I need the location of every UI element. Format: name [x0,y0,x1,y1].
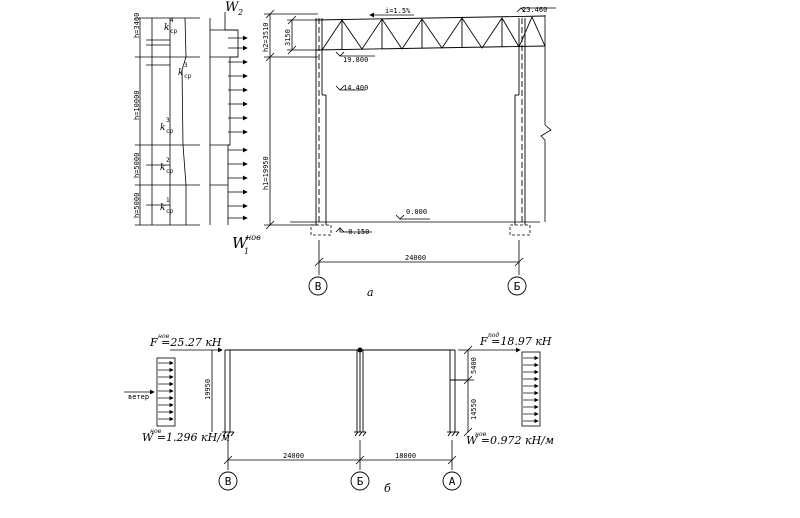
axis-b3-label: А [449,475,456,488]
zone-height-3: h=10000 [133,90,141,120]
zone-k-1: k [160,203,165,213]
wind-load-left [124,357,176,427]
crane-elevation-label: 14.400 [343,84,368,92]
zone-k-2-sub: ср [166,168,174,175]
zone-height-1: h=5000 [133,193,141,218]
span-label: 24000 [405,254,426,262]
wind-arrows [228,35,248,221]
foundation-elevation-label: -0.150 [344,228,369,236]
axis-left-label: В [315,280,322,293]
column-right [514,18,526,225]
wind-bottom-sup: нов [246,233,261,242]
span-right-label: 18000 [395,452,416,460]
caption-a: а [367,286,374,299]
axis-marker-b2: Б [350,471,370,491]
axis-b2-label: Б [357,475,364,488]
zone-k-3-upper: k [178,68,183,78]
wind-load-left-arrows [158,360,174,422]
frame-b-structure [222,349,468,437]
wind-load-right [521,351,541,427]
zone-k-3-upper-sub: ср [184,73,192,80]
force-right-sup: под [488,332,499,339]
wind-label: ветер [128,393,149,401]
wind-bottom-sub: 1 [244,247,249,256]
truss-depth-dimension: 3150 [284,29,292,46]
wind-top-label: W [225,0,240,15]
frame-b-span-dims [223,440,457,470]
zone-k-4: k [164,23,169,33]
top-elevation-label: 23.460 [522,6,547,14]
truss-bottom-elevation-label: 19.800 [343,56,368,64]
zone-k-1-sub: ср [166,208,174,215]
axis-right-label: Б [514,280,521,293]
height-dimension-chain [264,9,318,230]
wind-pressure-diagram [209,12,239,225]
force-left-label: F =25.27 кН [149,336,222,349]
wind-load-right-arrows [523,355,539,424]
axis-marker-b3: А [442,471,462,491]
caption-b: б [384,482,391,495]
hinge-joint [357,347,363,353]
span-dimension [314,240,524,275]
wind-left-sup: нов [150,428,162,435]
frame-b: 19950 5400 14550 ветер [124,332,554,495]
axis-marker-left: В [308,276,328,296]
axis-b1-label: В [225,475,232,488]
force-right-label: F =18.97 кН [479,335,552,348]
wind-left-label: W =1.296 кН/м [142,431,230,444]
frame-b-height-dims [211,345,474,437]
zone-k-2-sup: 2 [166,157,170,164]
wind-bottom-label: W [232,234,249,252]
zone-k-4-sup: 4 [170,17,174,24]
h1-dimension: h1=19950 [262,156,270,190]
roof-slope-label: i=1.5% [385,7,411,15]
zone-height-4: h=3460 [133,13,141,38]
zone-k-2: k [160,163,165,173]
height-right-top-label: 5400 [470,357,478,374]
span-left-label: 24000 [283,452,304,460]
wind-right-label: W =0.972 кН/м [466,434,554,447]
h2-dimension: h2=3510 [262,22,270,52]
roof-truss [315,15,546,51]
axis-marker-right: Б [507,276,527,296]
zone-height-2: h=5000 [133,153,141,178]
frame-a: h=3460 h=10000 h=5000 h=5000 k ср 4 k ср… [133,0,556,299]
column-left [315,18,327,225]
zone-k-4-sub: ср [170,28,178,35]
k-profile [169,17,187,225]
wind-right-sup: нов [475,431,487,438]
zone-k-3: k [160,123,165,133]
zone-k-3-upper-sup: 3 [184,62,188,69]
ground-elevation-label: 0.000 [406,208,427,216]
elevation-marks [335,7,556,233]
zone-k-3-sub: ср [166,128,174,135]
force-left-sup: нов [158,333,170,340]
zone-k-1-sup: 1 [166,197,170,204]
zone-dimension-lines [135,17,200,226]
zone-k-3-sup: 3 [166,117,170,124]
height-right-bottom-label: 14550 [470,399,478,420]
wind-top-sub: 2 [237,8,243,17]
height-left-label: 19950 [204,379,212,400]
axis-marker-b1: В [218,471,238,491]
ground-and-foundations [290,15,552,236]
